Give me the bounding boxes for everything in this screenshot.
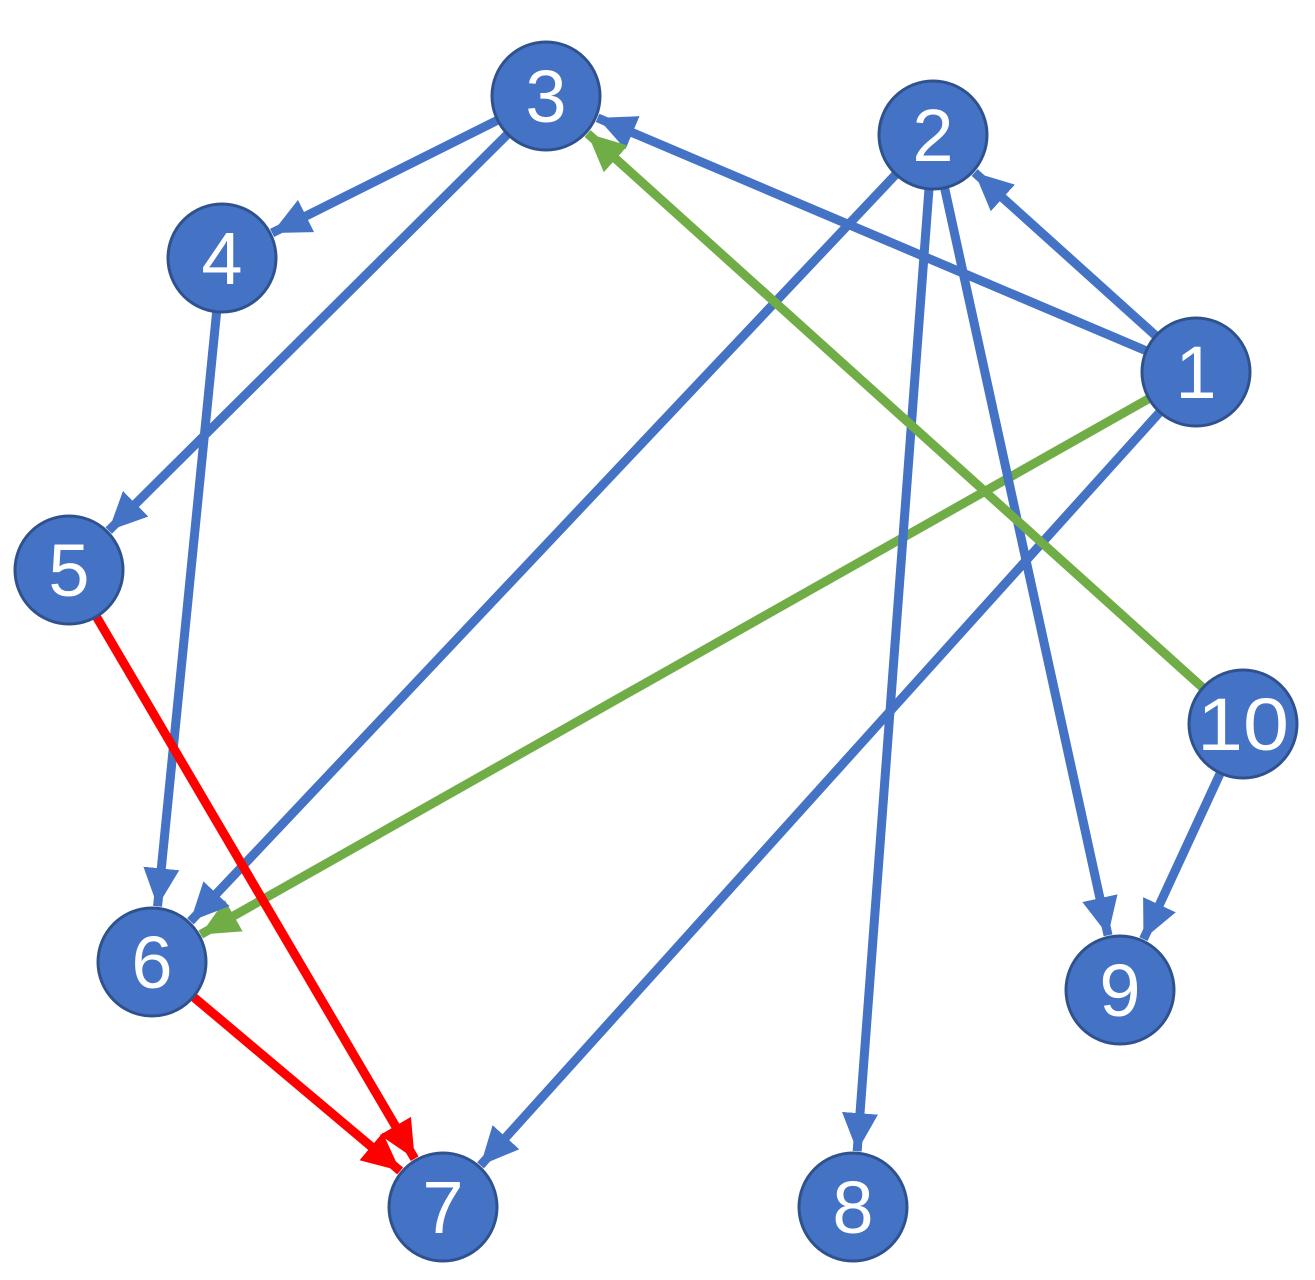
edge-10-to-9 — [1139, 771, 1225, 942]
node-label-8: 8 — [832, 1166, 873, 1249]
node-label-9: 9 — [1099, 949, 1140, 1032]
node-label-5: 5 — [48, 529, 89, 612]
edges-layer — [92, 113, 1225, 1175]
node-circle-9 — [1064, 934, 1176, 1046]
edge-5-to-7 — [92, 614, 419, 1161]
edge-3-to-4 — [270, 116, 500, 237]
node-2: 2 — [877, 79, 989, 191]
edge-4-to-6 — [143, 311, 222, 907]
node-circle-6 — [96, 906, 208, 1018]
edge-2-to-8 — [842, 188, 934, 1152]
node-7: 7 — [387, 1151, 499, 1263]
edge-1-to-2 — [971, 169, 1159, 340]
node-10: 10 — [1187, 668, 1299, 780]
node-circle-3 — [490, 40, 602, 152]
node-label-1: 1 — [1175, 331, 1216, 414]
node-4: 4 — [166, 202, 278, 314]
node-circle-5 — [13, 514, 125, 626]
node-circle-8 — [797, 1151, 909, 1263]
node-circle-7 — [387, 1151, 499, 1263]
node-label-2: 2 — [912, 94, 953, 177]
node-circle-2 — [877, 79, 989, 191]
node-5: 5 — [13, 514, 125, 626]
nodes-layer: 1 2 3 4 5 6 7 8 9 10 — [13, 40, 1299, 1263]
node-6: 6 — [96, 906, 208, 1018]
edge-1-to-6 — [198, 394, 1152, 939]
edge-3-to-5 — [105, 130, 511, 534]
edge-1-to-7 — [477, 409, 1164, 1169]
node-circle-4 — [166, 202, 278, 314]
node-label-10: 10 — [1197, 683, 1289, 766]
edge-1-to-3 — [595, 113, 1149, 356]
edge-6-to-7 — [190, 993, 404, 1175]
edge-2-to-6 — [187, 171, 900, 925]
node-label-4: 4 — [201, 217, 242, 300]
node-3: 3 — [490, 40, 602, 152]
node-8: 8 — [797, 1151, 909, 1263]
node-label-3: 3 — [525, 55, 566, 138]
edge-2-to-9 — [940, 186, 1118, 937]
edge-10-to-3 — [584, 130, 1206, 692]
node-circle-10 — [1187, 668, 1299, 780]
node-label-6: 6 — [131, 921, 172, 1004]
node-label-7: 7 — [422, 1166, 463, 1249]
node-1: 1 — [1140, 316, 1252, 428]
node-circle-1 — [1140, 316, 1252, 428]
node-9: 9 — [1064, 934, 1176, 1046]
